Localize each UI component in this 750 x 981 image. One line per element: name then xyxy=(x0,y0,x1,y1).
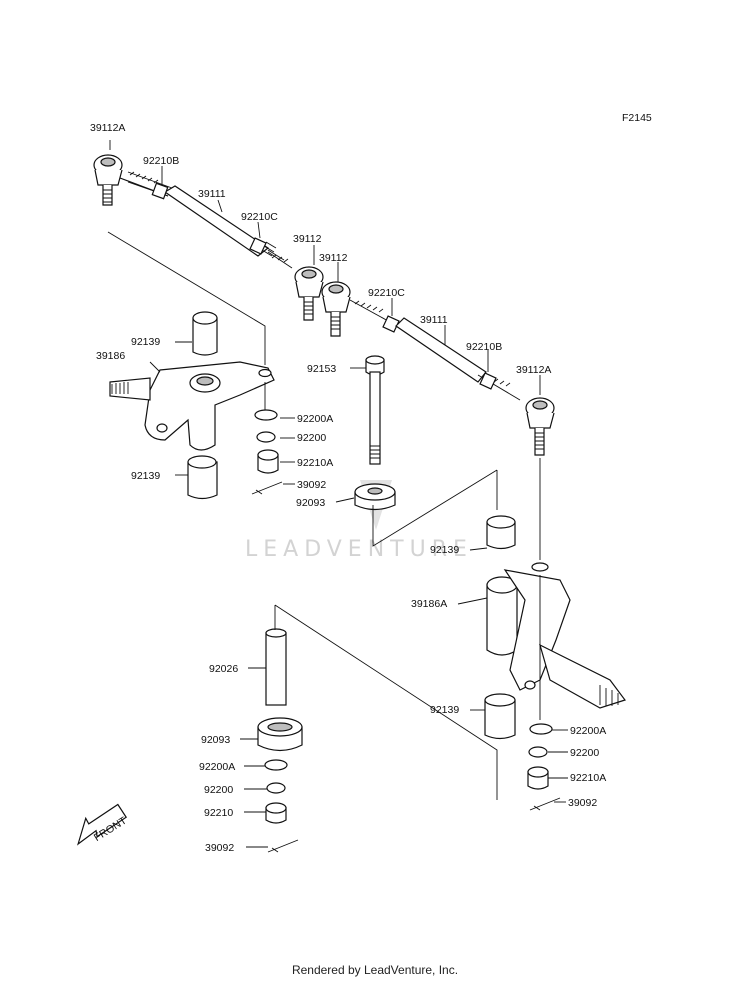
lower-stack xyxy=(257,628,303,853)
label-39111-right: 39111 xyxy=(420,314,448,326)
label-92200-left: 92200 xyxy=(297,432,326,444)
label-92210B-right: 92210B xyxy=(466,341,502,353)
label-39186: 39186 xyxy=(96,350,125,362)
label-92210A-right: 92210A xyxy=(570,772,606,784)
label-92139-mid-right: 92139 xyxy=(430,544,459,556)
label-92210C-left: 92210C xyxy=(241,211,278,223)
footer-credit: Rendered by LeadVenture, Inc. xyxy=(291,963,459,977)
watermark-text: LEADVENTURE xyxy=(245,537,473,562)
bolt-92153 xyxy=(365,355,385,465)
tie-rod-right xyxy=(321,281,555,456)
figure-code: F2145 xyxy=(622,112,652,124)
label-92093-mid: 92093 xyxy=(296,497,325,509)
label-92139-bottom-left: 92139 xyxy=(131,470,160,482)
label-92210C-right: 92210C xyxy=(368,287,405,299)
knuckle-right xyxy=(484,562,626,811)
label-92200A-left: 92200A xyxy=(297,413,333,425)
label-92026: 92026 xyxy=(209,663,238,675)
middle-parts xyxy=(354,483,516,550)
label-39092-right: 39092 xyxy=(568,797,597,809)
label-39112A-left: 39112A xyxy=(90,122,125,134)
label-92210-low: 92210 xyxy=(204,807,233,819)
label-92139-top-left: 92139 xyxy=(131,336,160,348)
label-39112A-right: 39112A xyxy=(516,364,551,376)
label-92210A-left: 92210A xyxy=(297,457,333,469)
label-92200A-right: 92200A xyxy=(570,725,606,737)
label-92093-low: 92093 xyxy=(201,734,230,746)
label-92200-right: 92200 xyxy=(570,747,599,759)
front-arrow-icon: FRONT xyxy=(77,803,129,846)
label-92200A-low: 92200A xyxy=(199,761,235,773)
label-39112-a: 39112 xyxy=(293,233,322,245)
label-39092-left: 39092 xyxy=(297,479,326,491)
label-92153: 92153 xyxy=(307,363,336,375)
label-39186A: 39186A xyxy=(411,598,447,610)
label-92210B-left: 92210B xyxy=(143,155,179,167)
knuckle-left xyxy=(109,311,283,500)
label-39092-low: 39092 xyxy=(205,842,234,854)
label-92139-bottom-right: 92139 xyxy=(430,704,459,716)
tie-rod-left xyxy=(93,154,324,321)
label-39112-b: 39112 xyxy=(319,252,348,264)
leader-lines xyxy=(107,140,568,848)
label-39111-left: 39111 xyxy=(198,188,226,200)
label-92200-low: 92200 xyxy=(204,784,233,796)
